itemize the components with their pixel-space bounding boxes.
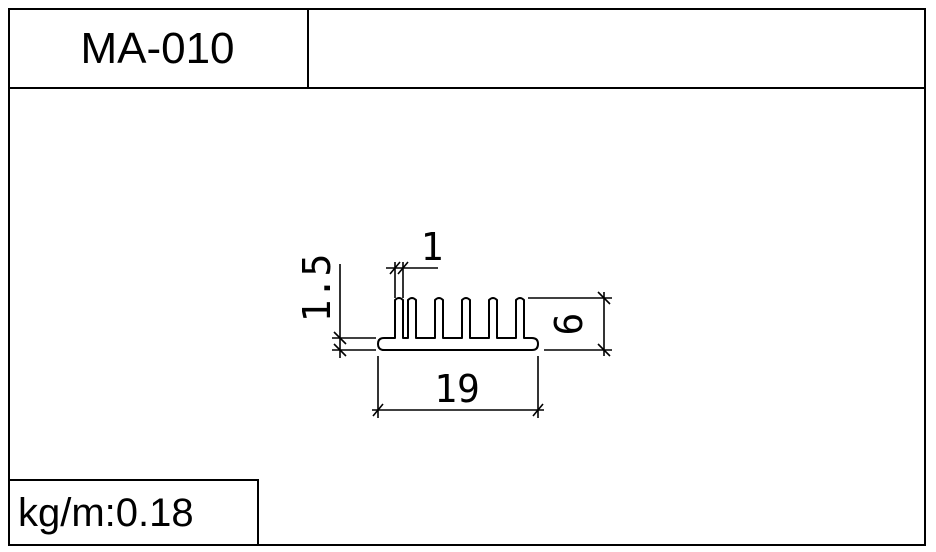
height-tick-top <box>597 291 611 305</box>
fin-tick-right <box>397 261 409 275</box>
weight-per-meter: kg/m:0.18 <box>18 491 194 535</box>
dimension-height-label: 6 <box>547 313 591 336</box>
width-tick-right <box>532 403 544 417</box>
weight-cell: kg/m:0.18 <box>8 479 259 546</box>
dimension-base-thickness-label: 1.5 <box>295 254 339 323</box>
title-row <box>8 8 926 89</box>
profile-code: MA-010 <box>80 23 235 73</box>
profile-code-cell: MA-010 <box>8 8 309 89</box>
dimension-width-label: 19 <box>434 367 480 411</box>
outer-frame <box>8 8 926 546</box>
fin-tick-left <box>389 261 401 275</box>
profile-outline <box>377 297 539 351</box>
base-tick-bottom <box>333 343 347 357</box>
width-tick-left <box>372 403 384 417</box>
dimension-fin-thickness-label: 1 <box>421 225 444 269</box>
base-tick-top <box>333 331 347 345</box>
height-tick-bottom <box>597 343 611 357</box>
